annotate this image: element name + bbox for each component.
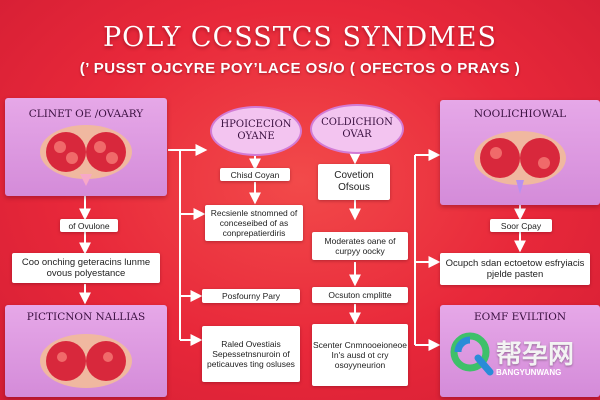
box-recsienle-text: Recsienle stnomned of conceseibed of as … [210,208,298,238]
box-ocsuton: Ocsuton cmplitte [312,287,408,303]
box-chisd-coyan-text: Chisd Coyan [230,169,280,180]
panel-top-right: NOOLICHIOWAL [440,100,600,205]
panel-top-left: CLINET OE /OVAARY [5,98,167,196]
box-ovulone: of Ovulone [60,219,118,232]
watermark-subtext: BANGYUNWANG [496,368,562,377]
box-scenter: Scenter Cnmnooeioneoe In's ausd ot cry o… [312,324,408,386]
watermark: 帮孕网 BANGYUNWANG [444,330,594,390]
box-ovulone-text: of Ovulone [68,220,110,231]
box-posfourny-text: Posfourny Pary [221,291,281,301]
panel-bottom-left-label: PICTICNON NALLIAS [26,311,146,323]
box-moderates-text: Moderates oane of curpyy oocky [324,236,396,256]
box-covetion-text: Covetion Ofsous [334,170,374,193]
ovary-icon [40,125,132,186]
oval-right: COLDICHION OVAR [310,104,404,154]
box-covetion: Covetion Ofsous [318,164,390,200]
box-chisd-coyan: Chisd Coyan [220,168,290,181]
oval-left: HPOICECION OYANE [210,106,302,156]
page-subtitle: (’ PUSST OJCYRE POY’LACE OS/O ( OFECTOS … [79,60,521,77]
ovary-icon-top-right [474,131,566,194]
box-ocupch-text: Ocupch sdan ectoetow esfryiacis pjelde p… [445,258,585,280]
panel-top-left-label: CLINET OE /OVAARY [28,108,144,120]
box-ocsuton-text: Ocsuton cmplitte [328,290,392,300]
panel-bottom-right: EOMF EVILTION [440,305,600,397]
box-moderates: Moderates oane of curpyy oocky [312,232,408,260]
box-posfourny: Posfourny Pary [202,289,300,303]
panel-top-right-label: NOOLICHIOWAL [473,108,567,120]
box-soor-cpay-text: Soor Cpay [500,220,542,231]
ovary-icon-bottom-left [40,334,132,388]
box-ocupch: Ocupch sdan ectoetow esfryiacis pjelde p… [440,253,590,285]
box-scenter-text: Scenter Cnmnooeioneoe In's ausd ot cry o… [312,340,408,370]
box-raled-text: Raled Ovestiais Sepessetnsnuroin of peti… [207,339,295,369]
panel-bottom-right-label: EOMF EVILTION [473,311,567,323]
box-left-summary: Coo onching geteracins lunme ovous polye… [12,253,160,283]
watermark-text: 帮孕网 [496,340,575,370]
box-recsienle: Recsienle stnomned of conceseibed of as … [205,205,303,241]
panel-bottom-left: PICTICNON NALLIAS [5,305,167,397]
box-left-summary-text: Coo onching geteracins lunme ovous polye… [21,257,151,279]
page-title: POLY CCSSTCS SYNDMES [103,22,497,53]
box-soor-cpay: Soor Cpay [490,219,552,232]
box-raled: Raled Ovestiais Sepessetnsnuroin of peti… [202,326,300,382]
watermark-logo-icon [450,332,494,376]
